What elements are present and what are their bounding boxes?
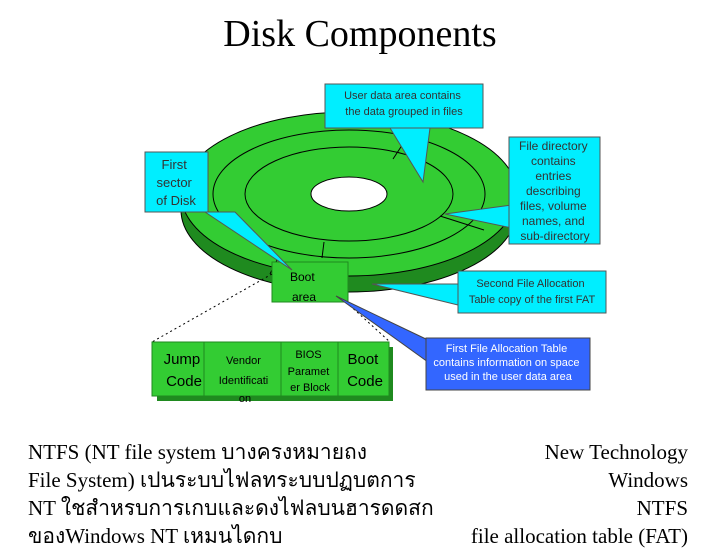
boot-code-label: Boot Code [347, 351, 383, 390]
vendor-id-box [203, 341, 282, 397]
second-fat-callout-text: Second File Allocation Table copy of the… [469, 278, 596, 306]
body-text-line-4: ของWindows NT เหมนไดกบ file allocation t… [28, 524, 688, 548]
boot-area-label: Boot area [290, 270, 318, 304]
boot-area-box [271, 261, 349, 303]
bios-parameter-label: BIOS Paramet er Block [288, 349, 333, 394]
jump-code-box [151, 341, 205, 397]
body-text-line-2: File System) เปนระบบไฟลทระบบปฏบตการ Wind… [28, 468, 688, 492]
slide-title: Disk Components [223, 13, 497, 55]
disk-track-middle [244, 146, 454, 242]
file-directory-callout [508, 136, 601, 245]
user-data-callout [324, 83, 484, 129]
sector-line-4 [321, 241, 325, 259]
file-directory-callout-text: File directory contains entries describi… [519, 139, 591, 243]
disk-track-outer [212, 129, 486, 259]
body-text-line-3: NT ใชสำหรบการเกบและดงไฟลบนฮารดดสก NTFS [28, 496, 688, 520]
first-sector-callout-pointer [203, 211, 293, 271]
first-sector-callout-text: First sector of Disk [156, 157, 196, 208]
body-text: NTFS (NT file system บางครงหมายถง New Te… [28, 438, 688, 550]
boot-code-box [337, 341, 390, 397]
sector-line-2 [439, 215, 485, 231]
jump-code-label: Jump Code [164, 351, 205, 390]
body-text-line-1: NTFS (NT file system บางครงหมายถง New Te… [28, 440, 688, 464]
first-fat-callout-text: First File Allocation Table contains inf… [433, 343, 582, 383]
vendor-id-label: Vendor Identificati on [219, 355, 272, 405]
dotted-line-left [151, 273, 273, 343]
first-sector-callout [144, 151, 209, 213]
disk-hub-inner [310, 176, 388, 212]
second-fat-callout-pointer [371, 283, 463, 307]
second-fat-callout [457, 270, 607, 314]
bios-parameter-box [280, 341, 339, 397]
first-fat-callout [425, 337, 591, 391]
user-data-callout-text: User data area contains the data grouped… [344, 90, 464, 118]
